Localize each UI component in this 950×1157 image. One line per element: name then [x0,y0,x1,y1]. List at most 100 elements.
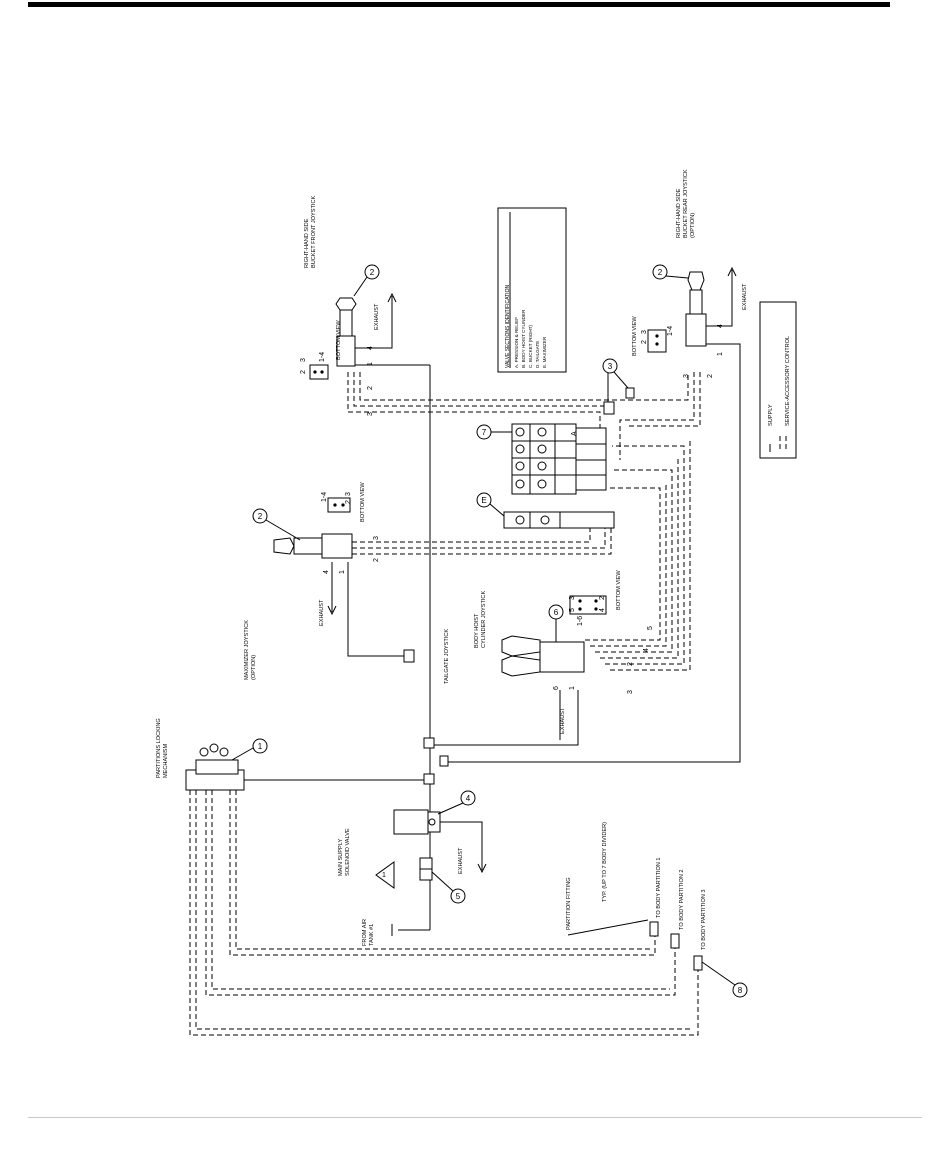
label-partition-1: TO BODY PARTITION 1 [656,857,662,918]
label-main-supply-2: SOLENOID VALVE [345,828,351,876]
balloon-6: 6 [548,604,564,642]
valve-section-c: C. BUCKET (RIGHT) [528,324,533,368]
label-partition-3: TO BODY PARTITION 3 [701,889,707,950]
label-bottom-view-max: BOTTOM VIEW [360,482,366,522]
svg-text:6: 6 [554,608,559,617]
svg-text:2: 2 [641,340,648,344]
balloon-2-front: 2 [353,264,380,297]
svg-text:2: 2 [658,268,663,277]
valve-section-d: D. TAILGATE [535,341,540,368]
valve-section-a: A. PRESSION & RELIEF [514,317,519,368]
label-tailgate: TAILGATE JOYSTICK [444,629,450,684]
label-partitions-1: PARTITIONS LOCKING [156,718,162,778]
svg-text:1: 1 [569,686,576,690]
balloon-2-rear: 2 [652,264,689,280]
svg-text:1-4: 1-4 [319,352,326,362]
top-border-rule [28,2,890,7]
svg-text:3: 3 [300,358,307,362]
balloon-e: E [476,492,505,517]
balloon-2-maximizer: 2 [252,508,301,541]
label-exhaust-front: EXHAUST [374,303,380,330]
balloon-4: 4 [437,790,476,815]
hoist-tailgate-joystick [501,595,607,677]
svg-text:4: 4 [643,648,650,652]
valve-section-letters: A [571,431,578,436]
valve-sections-box [497,207,567,373]
label-exhaust-main: EXHAUST [458,847,464,874]
svg-text:3: 3 [345,492,352,496]
label-exhaust-rear: EXHAUST [742,283,748,310]
svg-text:3: 3 [373,536,380,540]
svg-text:1-6: 1-6 [577,616,584,626]
svg-text:5: 5 [569,608,576,612]
svg-text:A: A [571,431,578,436]
label-partition-fitting: PARTITION FITTING [566,877,572,930]
valve-section-b: B. BODY HOIST CYLINDER [521,309,526,368]
rhs-rear-joystick [647,271,707,353]
svg-text:3: 3 [608,362,613,371]
label-rhs-front-1: RIGHT-HAND SIDE [304,218,310,268]
svg-text:1: 1 [367,362,374,366]
balloon-5: 5 [431,871,466,904]
svg-text:3: 3 [367,412,374,416]
label-exhaust-max: EXHAUST [319,599,325,626]
check-valve [419,857,433,881]
label-rhs-rear-1: RIGHT-HAND SIDE [676,188,682,238]
svg-text:2: 2 [367,386,374,390]
svg-text:3: 3 [641,330,648,334]
svg-text:7: 7 [482,428,487,437]
label-rhs-rear-2: BUCKET REAR JOYSTICK [683,169,689,238]
svg-text:4: 4 [717,324,724,328]
legend-service: SERVICE-ACCESSORY CONTROL [785,336,791,426]
svg-text:4: 4 [466,794,471,803]
label-partitions-2: MECHANISM [163,743,169,778]
label-body-hoist-1: BODY HOIST [474,613,480,648]
svg-text:3: 3 [569,596,576,600]
label-bottom-view-front: BOTTOM VIEW [336,320,342,360]
label-bottom-view-hoist: BOTTOM VIEW [616,570,622,610]
svg-text:2: 2 [345,500,352,504]
svg-text:1: 1 [382,872,386,879]
svg-text:1: 1 [258,742,263,751]
svg-text:5: 5 [647,626,654,630]
label-typ-note: TYP. (UP TO 7 BODY DIVIDER) [602,822,608,902]
svg-text:4: 4 [367,346,374,350]
port-numbers: 2 3 1-4 4 1 2 3 2 3 1-4 4 1 2 3 1-4 2 3 … [300,324,724,694]
svg-text:1-4: 1-4 [321,492,328,502]
callout-balloons: 1 2 2 2 3 4 5 6 7 8 E [231,264,748,998]
maximizer-joystick [273,497,353,559]
svg-text:8: 8 [738,986,743,995]
balloon-1: 1 [231,738,268,761]
supply-lines [244,266,741,936]
valve-e [503,511,615,529]
svg-text:4: 4 [323,570,330,574]
svg-text:1-4: 1-4 [667,326,674,336]
svg-text:5: 5 [456,892,461,901]
svg-text:2: 2 [258,512,263,521]
legend-box [759,301,797,459]
svg-text:2: 2 [370,268,375,277]
balloon-3: 3 [602,358,629,402]
svg-text:2: 2 [373,558,380,562]
svg-text:3: 3 [627,690,634,694]
warning-triangle-icon: 1 [375,861,395,889]
label-maximizer-2: (OPTION) [251,655,257,680]
rhs-front-joystick [309,297,357,380]
valve-sections-title: VALVE SECTIONS IDENTIFICATION [505,285,511,368]
label-maximizer-1: MAXIMIZER JOYSTICK [244,620,250,680]
legend-supply: SUPPLY [768,404,774,426]
svg-text:2: 2 [599,596,606,600]
svg-text:E: E [481,496,486,505]
label-exhaust-hoist: EXHAUST [560,707,566,734]
label-body-hoist-2: CYLINDER JOYSTICK [481,591,487,648]
balloon-8: 8 [701,961,748,998]
fittings [391,387,703,971]
valve-bank [511,423,607,495]
svg-text:4: 4 [599,608,606,612]
main-supply-solenoid-valve [393,809,441,835]
footer-rule [28,1117,922,1118]
label-partition-2: TO BODY PARTITION 2 [679,869,685,930]
label-rhs-rear-3: (OPTION) [690,213,696,238]
rotated-labels: RIGHT-HAND SIDE BUCKET FRONT JOYSTICK RI… [156,169,791,950]
